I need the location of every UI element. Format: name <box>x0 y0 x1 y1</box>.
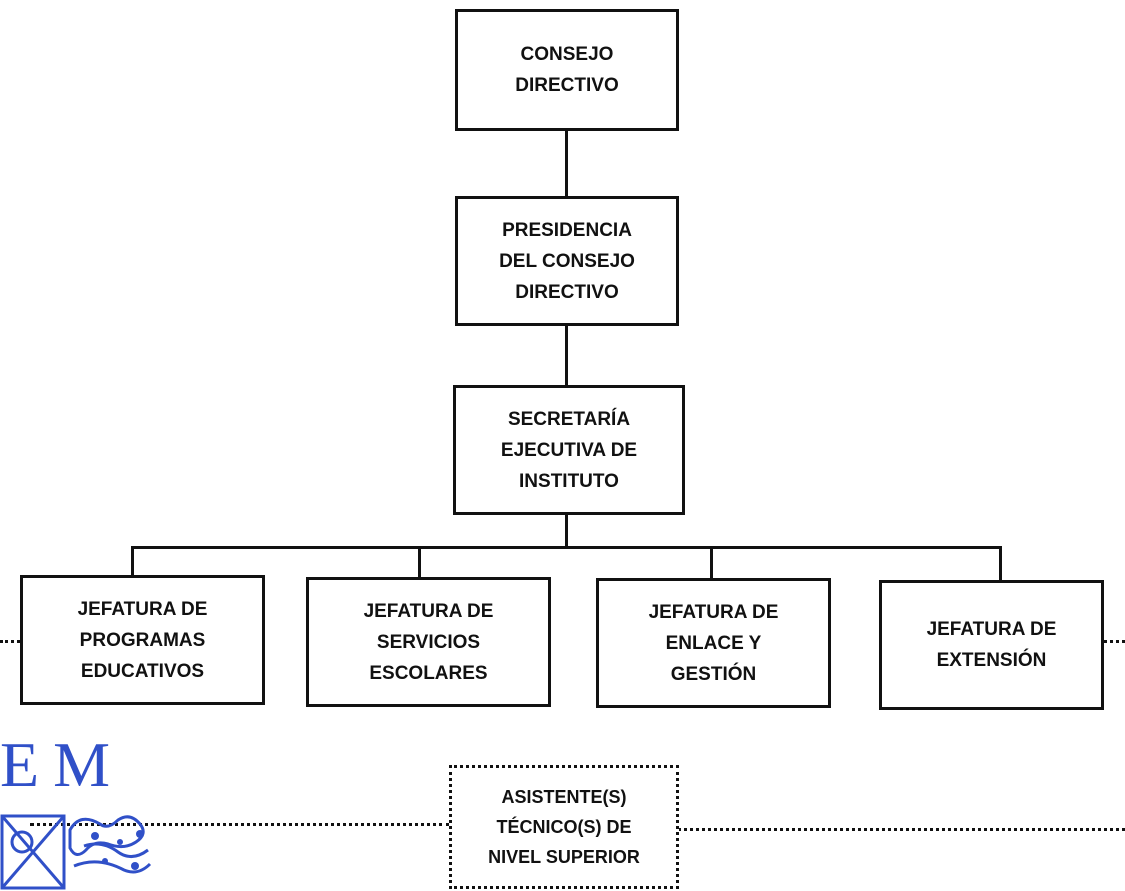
dotted-line-left-jefaturas <box>0 640 20 643</box>
box-jefatura-programas: JEFATURA DE PROGRAMAS EDUCATIVOS <box>20 575 265 705</box>
box-secretaria-ejecutiva-label: SECRETARÍA EJECUTIVA DE INSTITUTO <box>500 408 638 492</box>
box-jefatura-enlace-label: JEFATURA DE ENLACE Y GESTIÓN <box>648 601 779 685</box>
box-consejo-directivo: CONSEJO DIRECTIVO <box>455 9 679 131</box>
connector-secretaria-bus <box>565 514 568 548</box>
box-jefatura-servicios: JEFATURA DE SERVICIOS ESCOLARES <box>306 577 551 707</box>
dotted-line-left-asistentes <box>30 823 450 826</box>
box-asistentes-tecnicos: ASISTENTE(S) TÉCNICO(S) DE NIVEL SUPERIO… <box>449 765 679 889</box>
box-secretaria-ejecutiva: SECRETARÍA EJECUTIVA DE INSTITUTO <box>453 385 685 515</box>
connector-presidencia-secretaria <box>565 325 568 385</box>
stamp-seal-icon <box>0 814 152 890</box>
connector-horizontal-bus <box>131 546 1002 549</box>
connector-drop-enlace <box>710 546 713 579</box>
connector-drop-servicios <box>418 546 421 578</box>
box-jefatura-enlace: JEFATURA DE ENLACE Y GESTIÓN <box>596 578 831 708</box>
box-presidencia-consejo-label: PRESIDENCIA DEL CONSEJO DIRECTIVO <box>499 219 635 303</box>
box-jefatura-servicios-label: JEFATURA DE SERVICIOS ESCOLARES <box>363 600 494 684</box>
connector-drop-extension <box>999 546 1002 581</box>
dotted-line-right-asistentes <box>678 828 1125 831</box>
connector-drop-programas <box>131 546 134 576</box>
box-presidencia-consejo: PRESIDENCIA DEL CONSEJO DIRECTIVO <box>455 196 679 326</box>
connector-consejo-presidencia <box>565 130 568 196</box>
box-jefatura-programas-label: JEFATURA DE PROGRAMAS EDUCATIVOS <box>77 598 208 682</box>
box-asistentes-tecnicos-label: ASISTENTE(S) TÉCNICO(S) DE NIVEL SUPERIO… <box>488 787 640 867</box>
stamp-letters: EM <box>0 729 124 800</box>
box-jefatura-extension: JEFATURA DE EXTENSIÓN <box>879 580 1104 710</box>
dotted-line-right-jefaturas <box>1104 640 1125 643</box>
box-consejo-directivo-label: CONSEJO DIRECTIVO <box>515 44 619 96</box>
box-jefatura-extension-label: JEFATURA DE EXTENSIÓN <box>926 619 1057 671</box>
